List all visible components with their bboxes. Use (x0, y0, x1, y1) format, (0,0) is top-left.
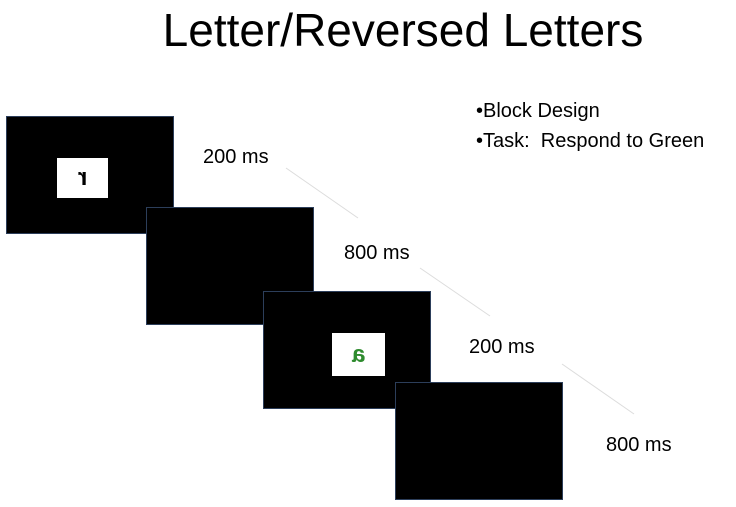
stimulus-box-2: a (332, 333, 385, 376)
reversed-letter-a-green: a (351, 340, 366, 368)
reversed-letter-r: r (77, 164, 88, 191)
timing-label-4: 800 ms (606, 434, 672, 456)
bullet-list: •Block Design •Task: Respond to Green (476, 96, 704, 156)
bullet-task: •Task: Respond to Green (476, 130, 705, 152)
blank-frame-2 (395, 382, 563, 500)
timing-label-1: 200 ms (203, 146, 269, 168)
connector-line-1 (285, 167, 359, 219)
stimulus-box-1: r (57, 158, 108, 198)
connector-line-3 (561, 363, 635, 415)
connector-line-2 (419, 267, 491, 317)
timing-label-2: 800 ms (344, 242, 410, 264)
bullet-block-design: •Block Design (476, 100, 600, 122)
timing-label-3: 200 ms (469, 336, 535, 358)
slide-title: Letter/Reversed Letters (162, 4, 644, 56)
